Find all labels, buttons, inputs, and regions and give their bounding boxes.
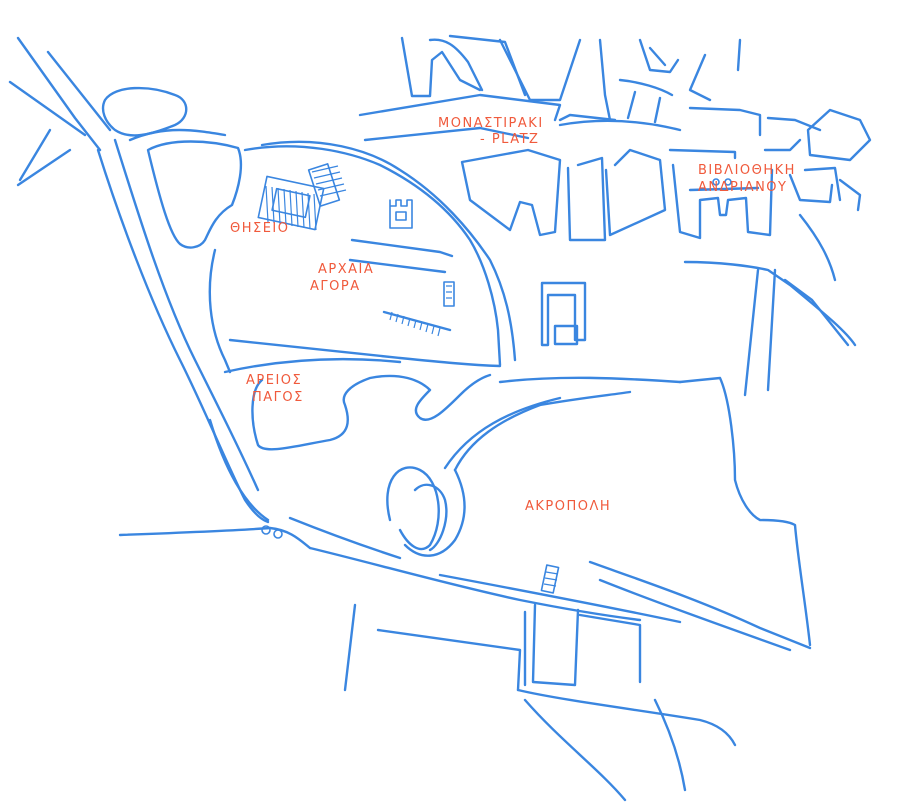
- acropolis-access-loop: [386, 376, 682, 557]
- southern-road: [118, 516, 682, 624]
- map-labels: ΜΟΝΑΣΤΙΡΑΚΙ - PLATZ ΒΙΒΛΙΟΘΗΚΗ ΑΝΔΡΙΑΝΟΥ…: [230, 116, 796, 514]
- gate-icon: [540, 564, 560, 594]
- stoa-attalos-icon: [348, 238, 455, 337]
- acropolis-south-road: [588, 560, 812, 650]
- western-avenue: [96, 128, 270, 524]
- monastiraki-blocks: [358, 34, 822, 152]
- label-monastiraki-platz: - PLATZ: [480, 132, 539, 147]
- label-library: ΒΙΒΛΙΟΘΗΚΗ: [698, 163, 796, 178]
- label-acropolis: ΑΚΡΟΠΟΛΗ: [525, 499, 611, 514]
- acropolis-outline: [678, 376, 812, 647]
- stoa-icon: [307, 163, 347, 207]
- theseio-temple-icon: [257, 175, 325, 231]
- left-diagonal-roads: [8, 36, 112, 187]
- label-pagos: ΠΑΓΟΣ: [252, 390, 304, 405]
- acropolis-south-road-2: [598, 578, 792, 652]
- label-agora: ΑΓΟΡΑ: [310, 279, 361, 294]
- park-outline: [101, 86, 188, 137]
- label-ancient: ΑΡΧΑΙΑ: [318, 262, 374, 277]
- agora-block: [146, 140, 517, 374]
- small-blocks: [540, 281, 587, 347]
- label-theseio: ΘΗΣΕΙΟ: [230, 221, 290, 236]
- areios-pagos-outline: [251, 373, 492, 451]
- central-blocks: [460, 148, 774, 242]
- label-monastiraki: ΜΟΝΑΣΤΙΡΑΚΙ: [438, 116, 544, 131]
- label-areios: ΑΡΕΙΟΣ: [246, 373, 302, 388]
- tower-icon: [389, 199, 413, 229]
- east-roads: [683, 108, 872, 397]
- south-blocks: [343, 603, 737, 802]
- label-library-hadrian: ΑΝΔΡΙΑΝΟΥ: [698, 180, 787, 195]
